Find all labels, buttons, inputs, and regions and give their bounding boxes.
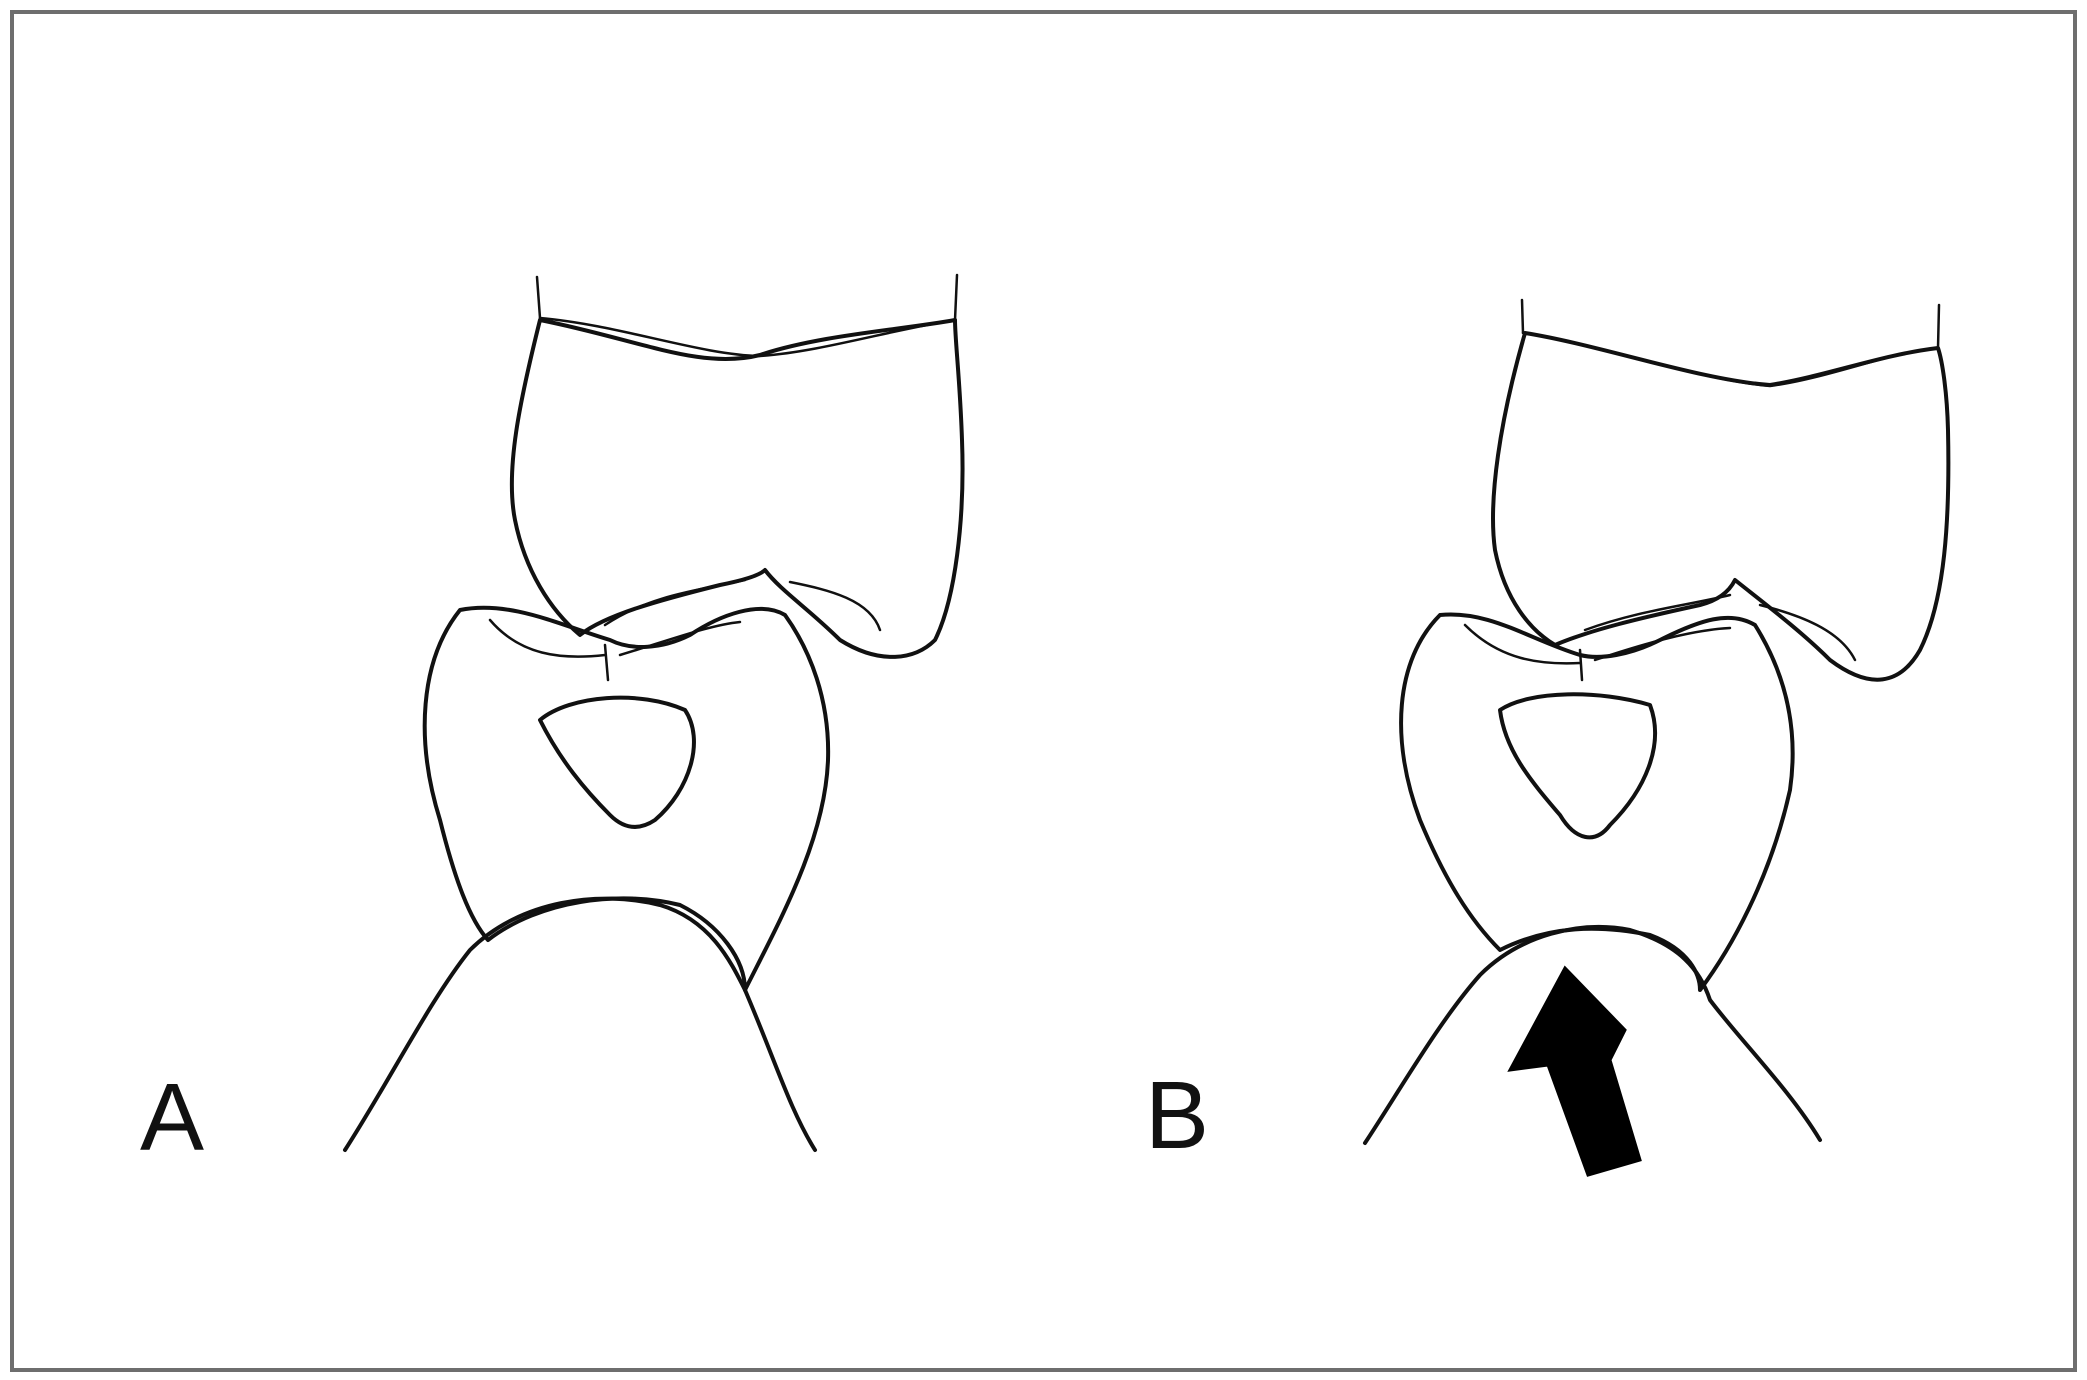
panel-label-b: B	[1145, 1062, 1209, 1169]
panel-label-a: A	[140, 1064, 204, 1171]
figure-frame	[12, 12, 2075, 1370]
